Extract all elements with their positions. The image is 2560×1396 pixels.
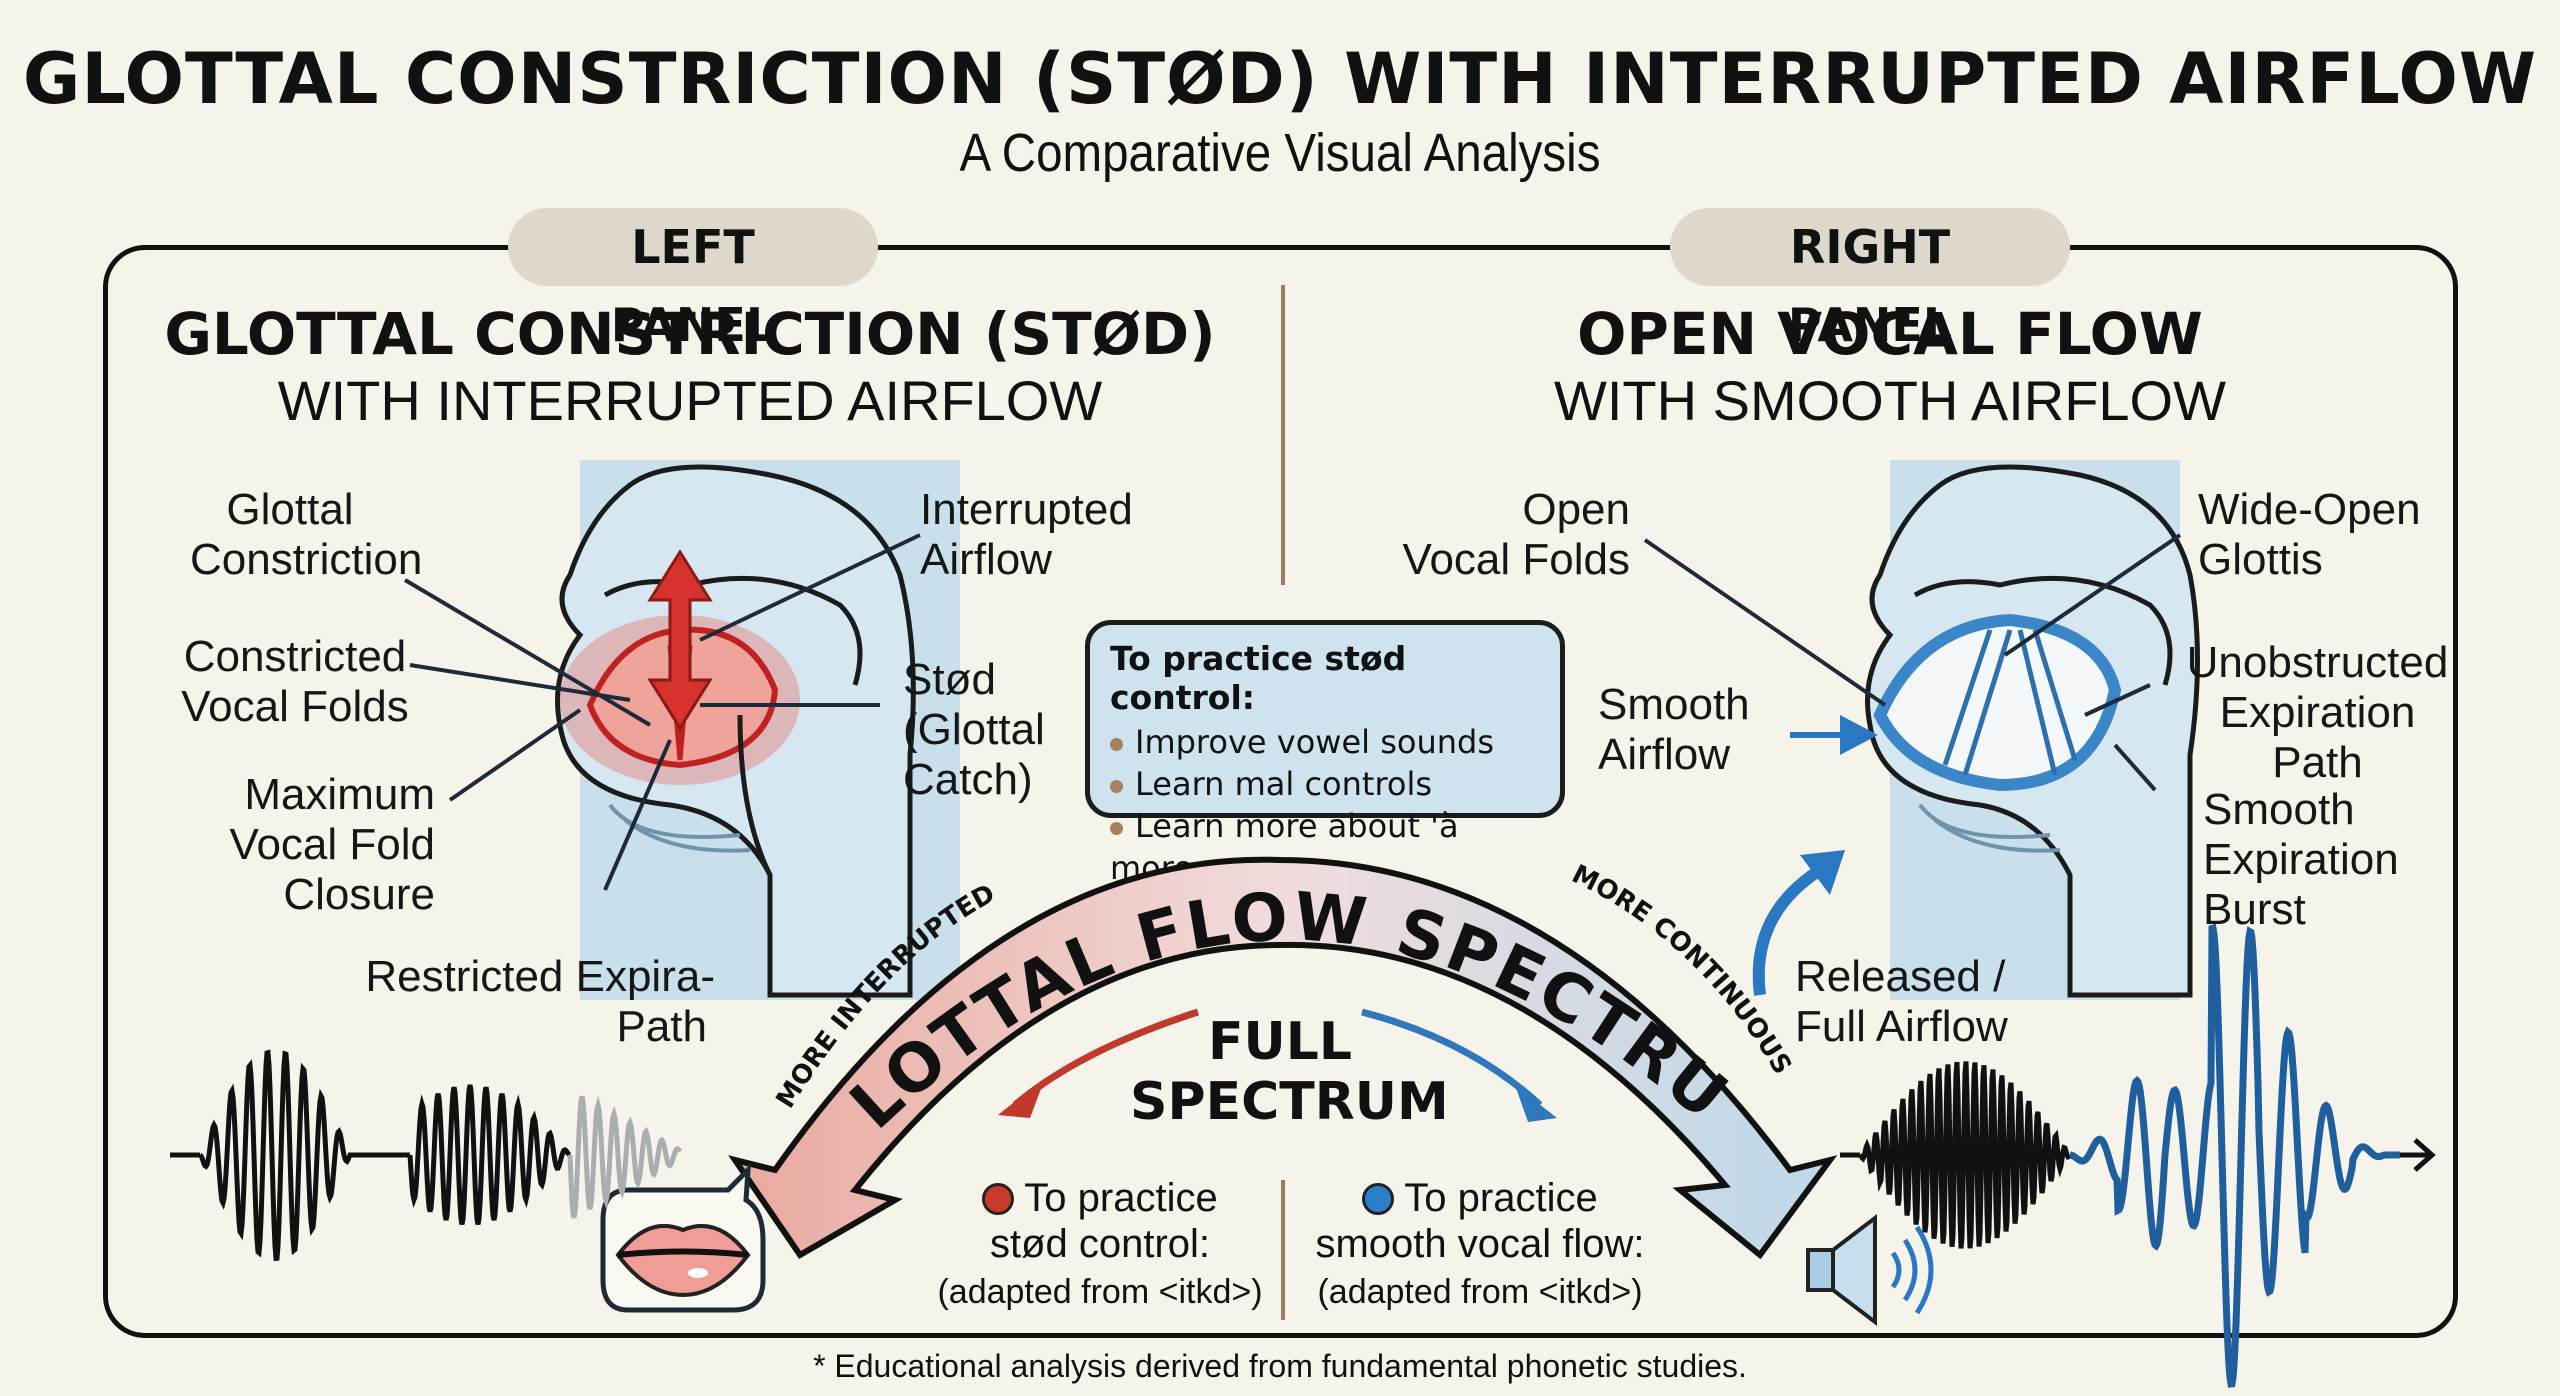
left-anatomy-illustration <box>555 460 960 1000</box>
waveform-trace <box>198 1049 410 1262</box>
footer-note: * Educational analysis derived from fund… <box>813 1348 1747 1384</box>
left-palate-line <box>603 575 863 686</box>
right-panel-pill: RIGHT PANEL <box>1670 208 2070 352</box>
right-vocal-fold-line <box>1942 629 1993 766</box>
right-anatomy-illustration <box>1865 460 2200 1000</box>
full-spectrum-label: FULL SPECTRUM <box>1130 1012 1449 1132</box>
center-divider-bottom <box>1281 1180 1285 1320</box>
smooth-airflow-arrow-icon <box>1790 715 1878 755</box>
bullet-icon <box>1110 779 1123 793</box>
page-title: GLOTTAL CONSTRICTION (STØD) WITH INTERRU… <box>22 38 2538 120</box>
right-direction-arrowhead <box>1515 1085 1557 1122</box>
right-vocal-fold-line <box>2032 629 2078 761</box>
practice-tips-box: To practice stød control: Improve vowel … <box>1085 620 1565 887</box>
label-glottal-constriction: Glottal Constriction <box>190 485 423 584</box>
practice-item: Learn mal controls <box>1110 763 1540 805</box>
red-dot-icon <box>982 1183 1015 1215</box>
practice-heading: To practice stød control: <box>1110 639 1407 717</box>
right-heading: OPEN VOCAL FLOW <box>1577 300 2203 368</box>
blue-dot-icon <box>1362 1183 1395 1215</box>
label-restricted-path: Restricted Expira- Path <box>365 952 715 1051</box>
left-direction-arrowhead <box>998 1078 1045 1118</box>
spectrum-arc-band <box>728 856 1838 1260</box>
left-heading: GLOTTAL CONSTRICTION (STØD) <box>164 300 1216 368</box>
label-unobstructed-path: Unobstructed Expiration Path <box>2186 638 2449 787</box>
label-constricted-vocal-folds: Constricted Vocal Folds <box>181 632 409 731</box>
right-subheading: WITH SMOOTH AIRFLOW <box>1554 369 2226 432</box>
waveform-trace <box>1858 1061 2073 1249</box>
label-open-vocal-folds: Open Vocal Folds <box>1402 485 1630 584</box>
waveform-trace <box>567 1095 683 1219</box>
left-waveform-icon <box>170 1049 683 1262</box>
label-released-airflow: Released / Full Airflow <box>1795 952 2008 1051</box>
waveform-trace <box>407 1084 571 1225</box>
right-direction-arrow <box>1361 1008 1543 1108</box>
waveform-arrow-icon <box>2400 1138 2436 1172</box>
label-smooth-burst: Smooth Expiration Burst <box>2203 785 2399 934</box>
center-divider-top <box>1281 285 1285 585</box>
label-stod-glottal-catch: Stød (Glottal Catch) <box>903 655 1045 804</box>
lips-speech-bubble-icon <box>600 1163 766 1313</box>
comparison-frame <box>103 245 2458 1338</box>
left-panel-pill: LEFT PANEL <box>508 208 878 352</box>
right-waveform-icon <box>1840 923 2436 1388</box>
waveform-trace <box>2069 923 2400 1388</box>
left-subheading: WITH INTERRUPTED AIRFLOW <box>277 369 1103 432</box>
right-practice-caption: To practice smooth vocal flow: (adapted … <box>1315 1176 1645 1311</box>
practice-item: Improve vowel sounds <box>1110 721 1540 763</box>
label-wide-open-glottis: Wide-Open Glottis <box>2198 485 2421 584</box>
release-arrow-icon <box>1752 850 1845 996</box>
right-vocal-fold-line <box>2017 629 2058 776</box>
bullet-icon <box>1110 821 1123 835</box>
label-maximum-closure: Maximum Vocal Fold Closure <box>229 770 435 919</box>
left-practice-caption: To practice stød control: (adapted from … <box>937 1176 1263 1311</box>
label-interrupted-airflow: Interrupted Airflow <box>920 485 1133 584</box>
page-subtitle: A Comparative Visual Analysis <box>959 123 1601 183</box>
double-arrow-icon <box>647 549 713 731</box>
speaker-icon <box>1806 1213 1934 1327</box>
right-vocal-fold-line <box>1962 629 2013 776</box>
bullet-icon <box>1110 737 1123 751</box>
right-glottis <box>1873 613 2122 792</box>
right-palate-line <box>1913 575 2173 686</box>
label-smooth-airflow: Smooth Airflow <box>1598 680 1750 779</box>
